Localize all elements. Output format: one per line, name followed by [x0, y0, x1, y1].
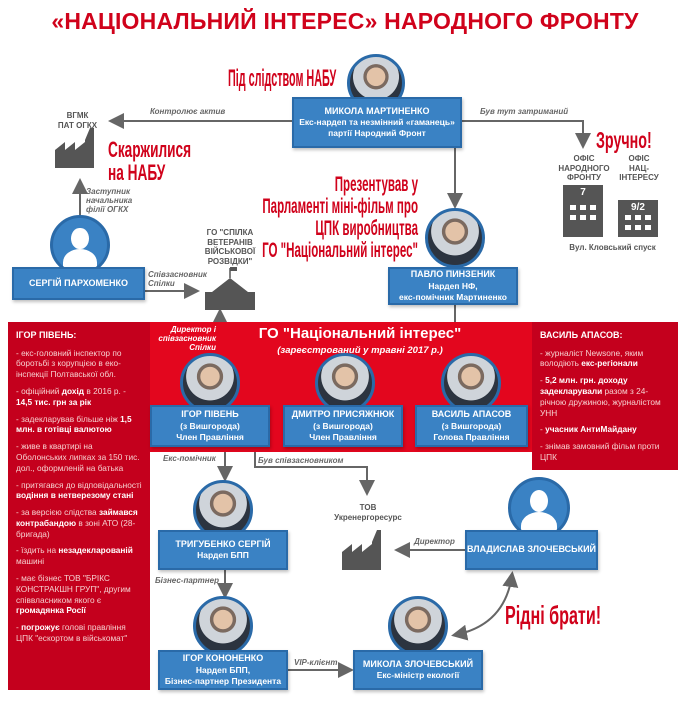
card-parkhomenko: СЕРГІЙ ПАРХОМЕНКО: [12, 267, 145, 300]
piven-facts-panel: ІГОР ПІВЕНЬ:- екс-головний інспектор по …: [8, 322, 150, 690]
factory-icon: [342, 530, 381, 570]
label-detained: Був тут затриманий: [480, 107, 569, 116]
fact-item: - живе в квартирі на Оболонських липках …: [16, 441, 140, 473]
arrow-was-cofounder: [254, 447, 375, 496]
fact-item: - за версією слідства займався контрабан…: [16, 507, 138, 539]
factory-icon: [55, 128, 381, 570]
fact-item: - учасник АнтиМайдану: [540, 424, 637, 435]
photo-m-zlochevsky: [388, 596, 448, 656]
ni-subtitle: (зареєстрований у травні 2017 р.): [277, 345, 443, 356]
building-number-ni: 9/2: [631, 202, 645, 213]
fact-item: - погрожує голові правління ЦПК "ескорто…: [16, 622, 128, 643]
fact-item: - екс-головний інспектор по боротьбі з к…: [16, 347, 122, 380]
arrow-detained: [462, 120, 591, 149]
label-was-cofounder: Був співзасновником: [258, 456, 344, 465]
fact-item: - притягався до відповідальності водіння…: [16, 479, 142, 501]
fact-item: - має бізнес ТОВ "БРІКС КОНСТРАКШН ГРУП"…: [16, 572, 131, 616]
infographic-title: «НАЦІОНАЛЬНИЙ ІНТЕРЕС» НАРОДНОГО ФРОНТУ: [51, 8, 639, 34]
building-icons: [563, 185, 658, 237]
photo-apasov: [441, 353, 501, 413]
fact-item: - офіційний дохід в 2016 р. - 14,5 тис. …: [16, 386, 126, 407]
street-label: Вул. Кловський спуск: [569, 243, 656, 252]
annotation-brothers: Рідні брати!: [505, 600, 602, 630]
card-piven: ІГОР ПІВЕНЬ(з Вишгорода)Член Правління: [150, 405, 270, 447]
label-business-partner: Бізнес-партнер: [155, 576, 219, 585]
ni-title: ГО "Національний інтерес": [258, 325, 462, 342]
avatar-parkhomenko: [50, 215, 110, 275]
fact-item: - знімав замовний фільм проти ЦПК: [540, 441, 660, 462]
apasov-facts-panel: ВАСИЛЬ АПАСОВ:- журналіст Newsone, яким …: [532, 322, 678, 470]
fact-item: - журналіст Newsone, яким володіють екс-…: [540, 347, 644, 369]
annotation-under-nabu: Під слідством НАБУ: [228, 65, 337, 92]
annotation-convenient: Зручно!: [596, 127, 652, 153]
card-apasov: ВАСИЛЬ АПАСОВ(з Вишгорода)Голова Правлін…: [415, 405, 528, 447]
arrow-brothers: [451, 571, 519, 641]
photo-piven: [180, 353, 240, 413]
card-v-zlochevsky: ВЛАДИСЛАВ ЗЛОЧЕВСЬКИЙ: [465, 530, 598, 570]
photo-kononenko: [193, 596, 253, 656]
label-ex-assistant: Екс-помічник: [163, 454, 216, 463]
label-controls: Контролює актив: [150, 107, 226, 116]
fact-item: - задекларував більше ніж 1,5 млн. в гот…: [16, 413, 132, 435]
fact-item: - їздить на незадекларованій машині: [16, 545, 133, 567]
building-number-nf: 7: [580, 187, 586, 198]
school-icon: [205, 267, 255, 310]
photo-pinzenyk: [425, 208, 485, 268]
avatar-v-zlochevsky: [508, 477, 570, 539]
label-director: Директор: [414, 537, 455, 546]
photo-prysiazhniuk: [315, 353, 375, 413]
card-prysiazhniuk: ДМИТРО ПРИСЯЖНЮК(з Вишгорода)Член Правлі…: [283, 405, 403, 447]
label-vip: VIP-клієнт: [294, 658, 338, 667]
fact-item: - 5,2 млн. грн. доходу задекларували раз…: [540, 375, 661, 418]
